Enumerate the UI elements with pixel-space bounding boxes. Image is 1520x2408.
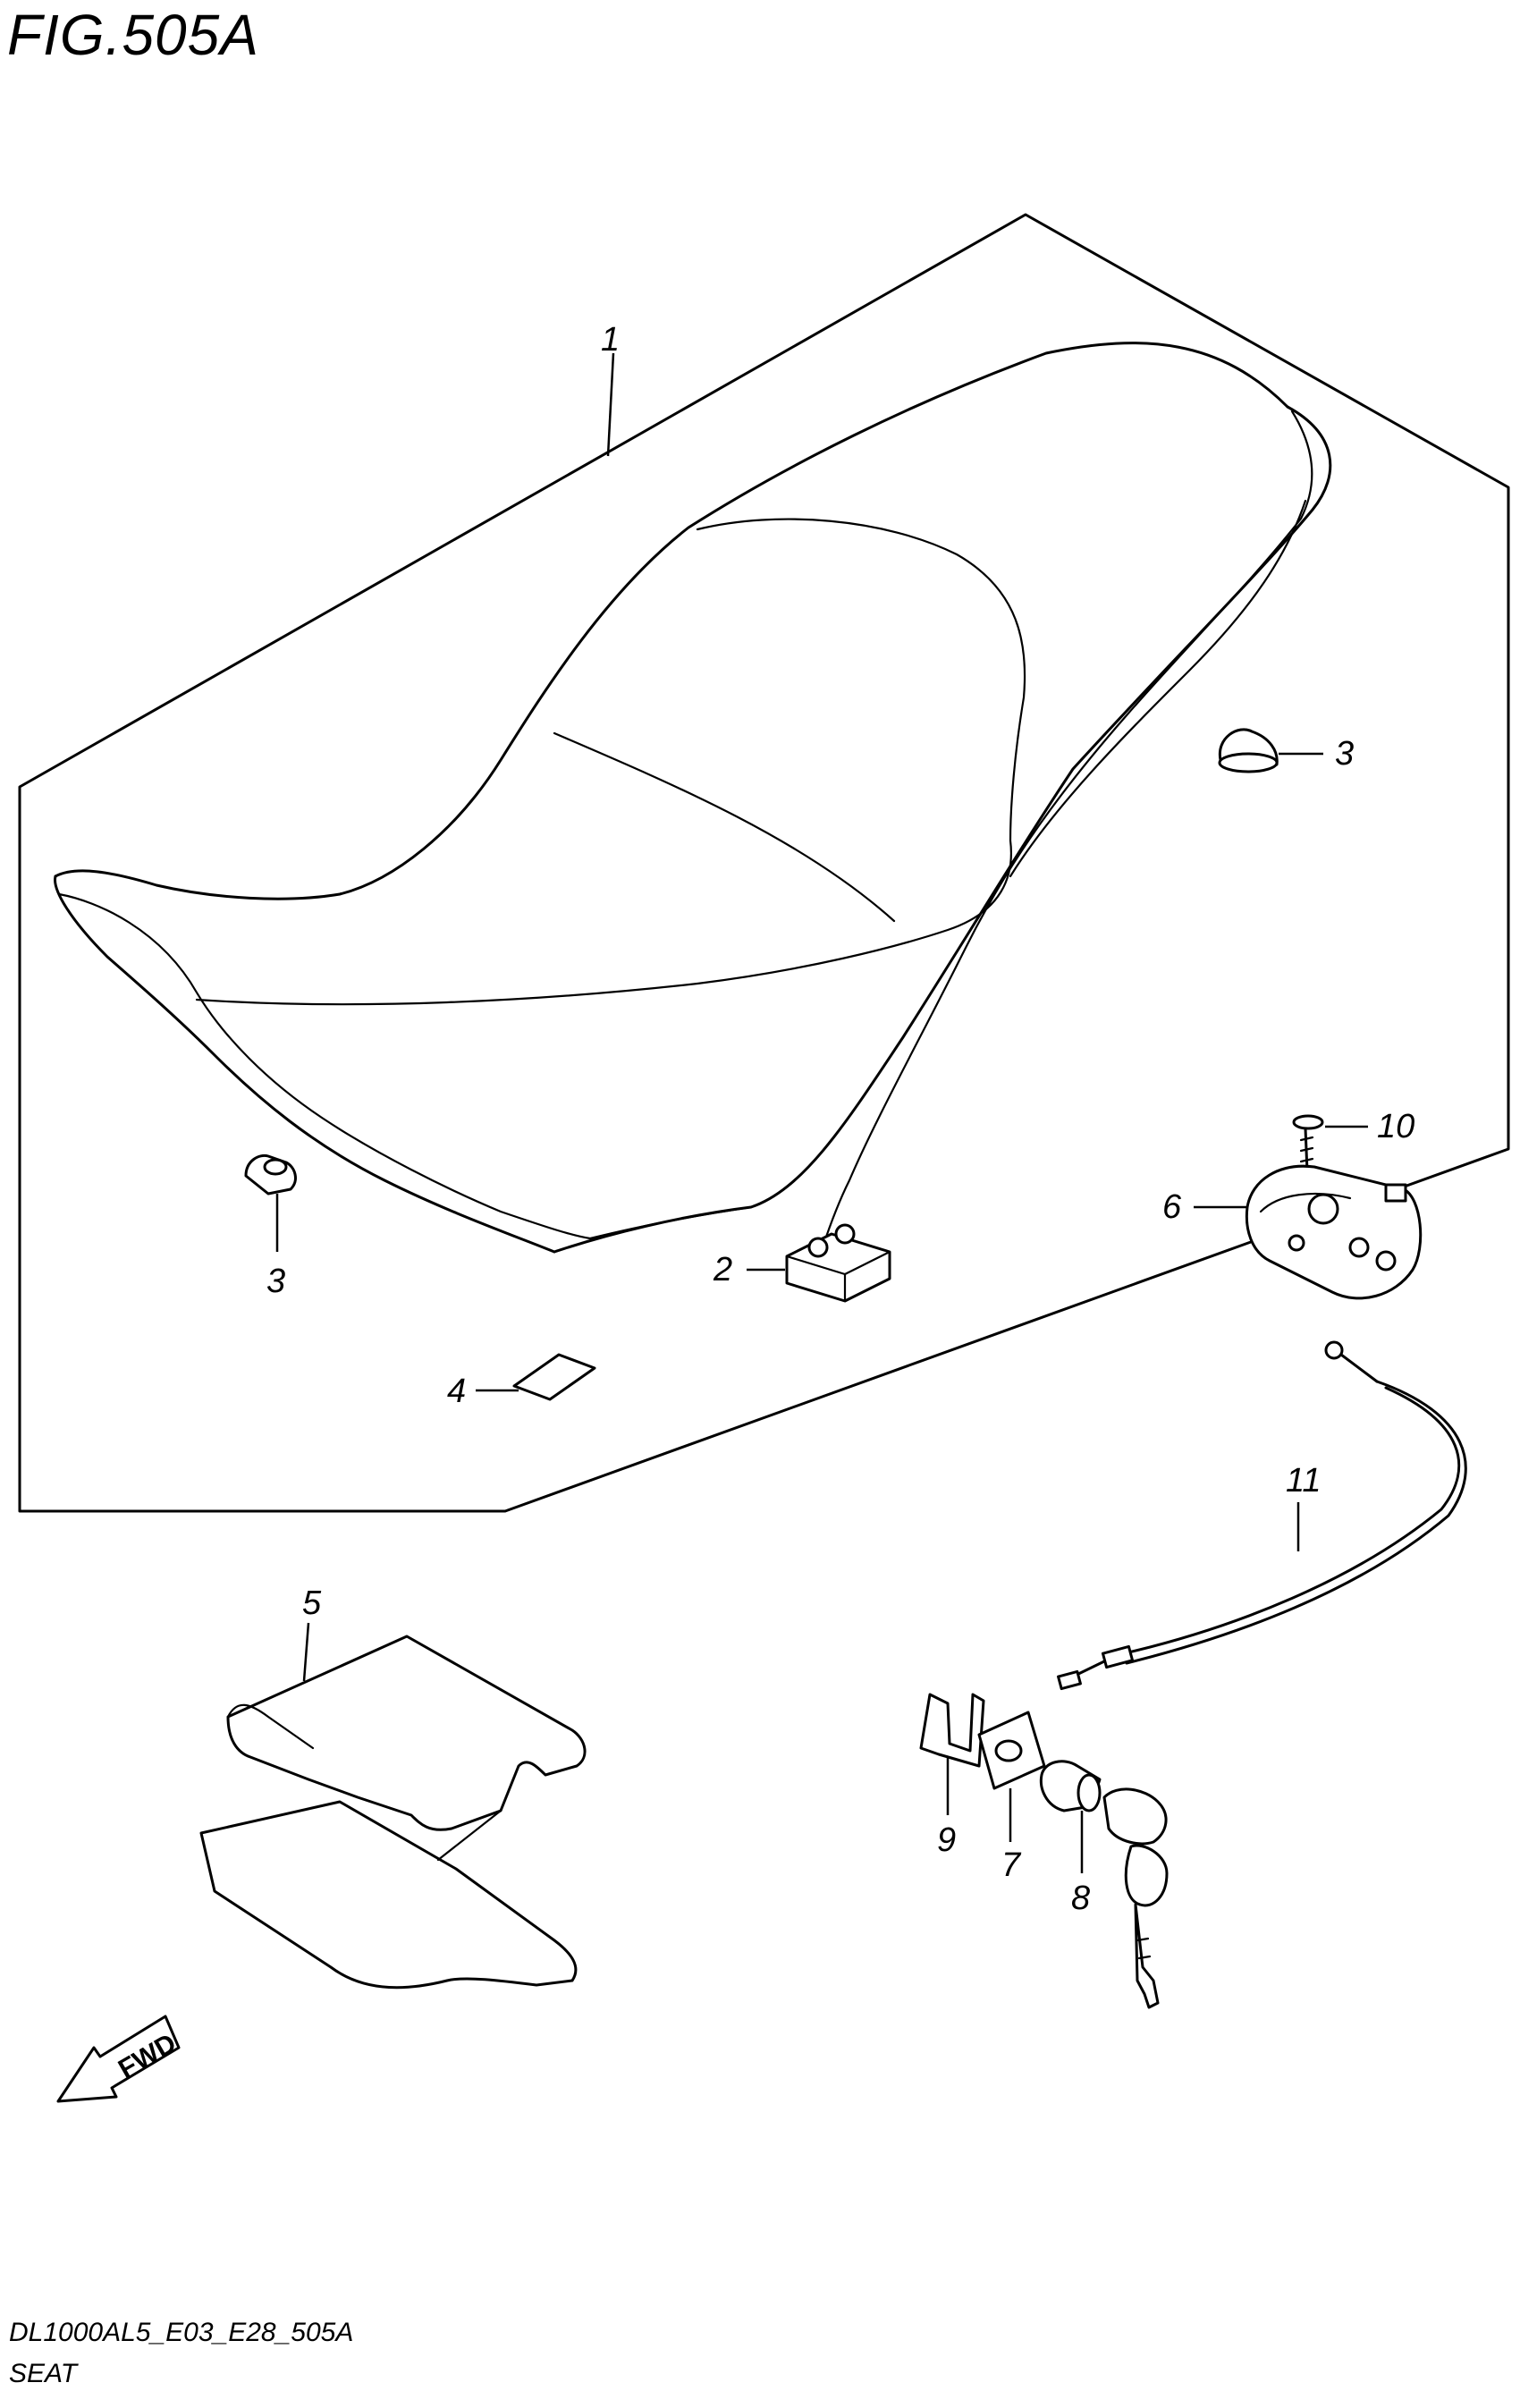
callout-11: 11 bbox=[1286, 1462, 1321, 1500]
screw[interactable] bbox=[1292, 1114, 1368, 1173]
lock-clip[interactable] bbox=[919, 1693, 985, 1815]
group-name: SEAT bbox=[9, 2359, 78, 2388]
callout-4: 4 bbox=[447, 1373, 466, 1410]
cushion-left[interactable] bbox=[244, 1153, 297, 1252]
fwd-arrow-icon: FWD bbox=[56, 2015, 182, 2103]
callout-2: 2 bbox=[713, 1251, 732, 1288]
callout-8: 8 bbox=[1071, 1880, 1090, 1917]
figure-title: FIG.505A bbox=[7, 3, 259, 67]
callout-7: 7 bbox=[1001, 1846, 1022, 1884]
key-cylinder[interactable] bbox=[1039, 1760, 1169, 2009]
callout-5: 5 bbox=[302, 1584, 322, 1622]
lock-plate[interactable] bbox=[977, 1711, 1046, 1842]
seat-assembly-boundary bbox=[18, 213, 1510, 1513]
seat-lock[interactable] bbox=[1194, 1164, 1423, 1300]
seat-drawing[interactable] bbox=[54, 342, 1332, 1254]
leader-1 bbox=[606, 352, 615, 457]
seat-tray[interactable] bbox=[199, 1622, 587, 1990]
warning-label[interactable] bbox=[476, 1353, 596, 1401]
seat-lock-cable[interactable] bbox=[1057, 1340, 1467, 1691]
damper-block[interactable] bbox=[747, 1223, 891, 1303]
callout-6: 6 bbox=[1162, 1188, 1182, 1226]
model-code: DL1000AL5_E03_E28_505A bbox=[9, 2318, 354, 2347]
callout-1: 1 bbox=[601, 321, 620, 359]
callout-9: 9 bbox=[937, 1821, 956, 1859]
callout-3-right: 3 bbox=[1335, 735, 1354, 773]
cushion-right[interactable] bbox=[1218, 728, 1323, 773]
callout-3-left: 3 bbox=[266, 1263, 285, 1300]
callout-10: 10 bbox=[1377, 1108, 1414, 1145]
